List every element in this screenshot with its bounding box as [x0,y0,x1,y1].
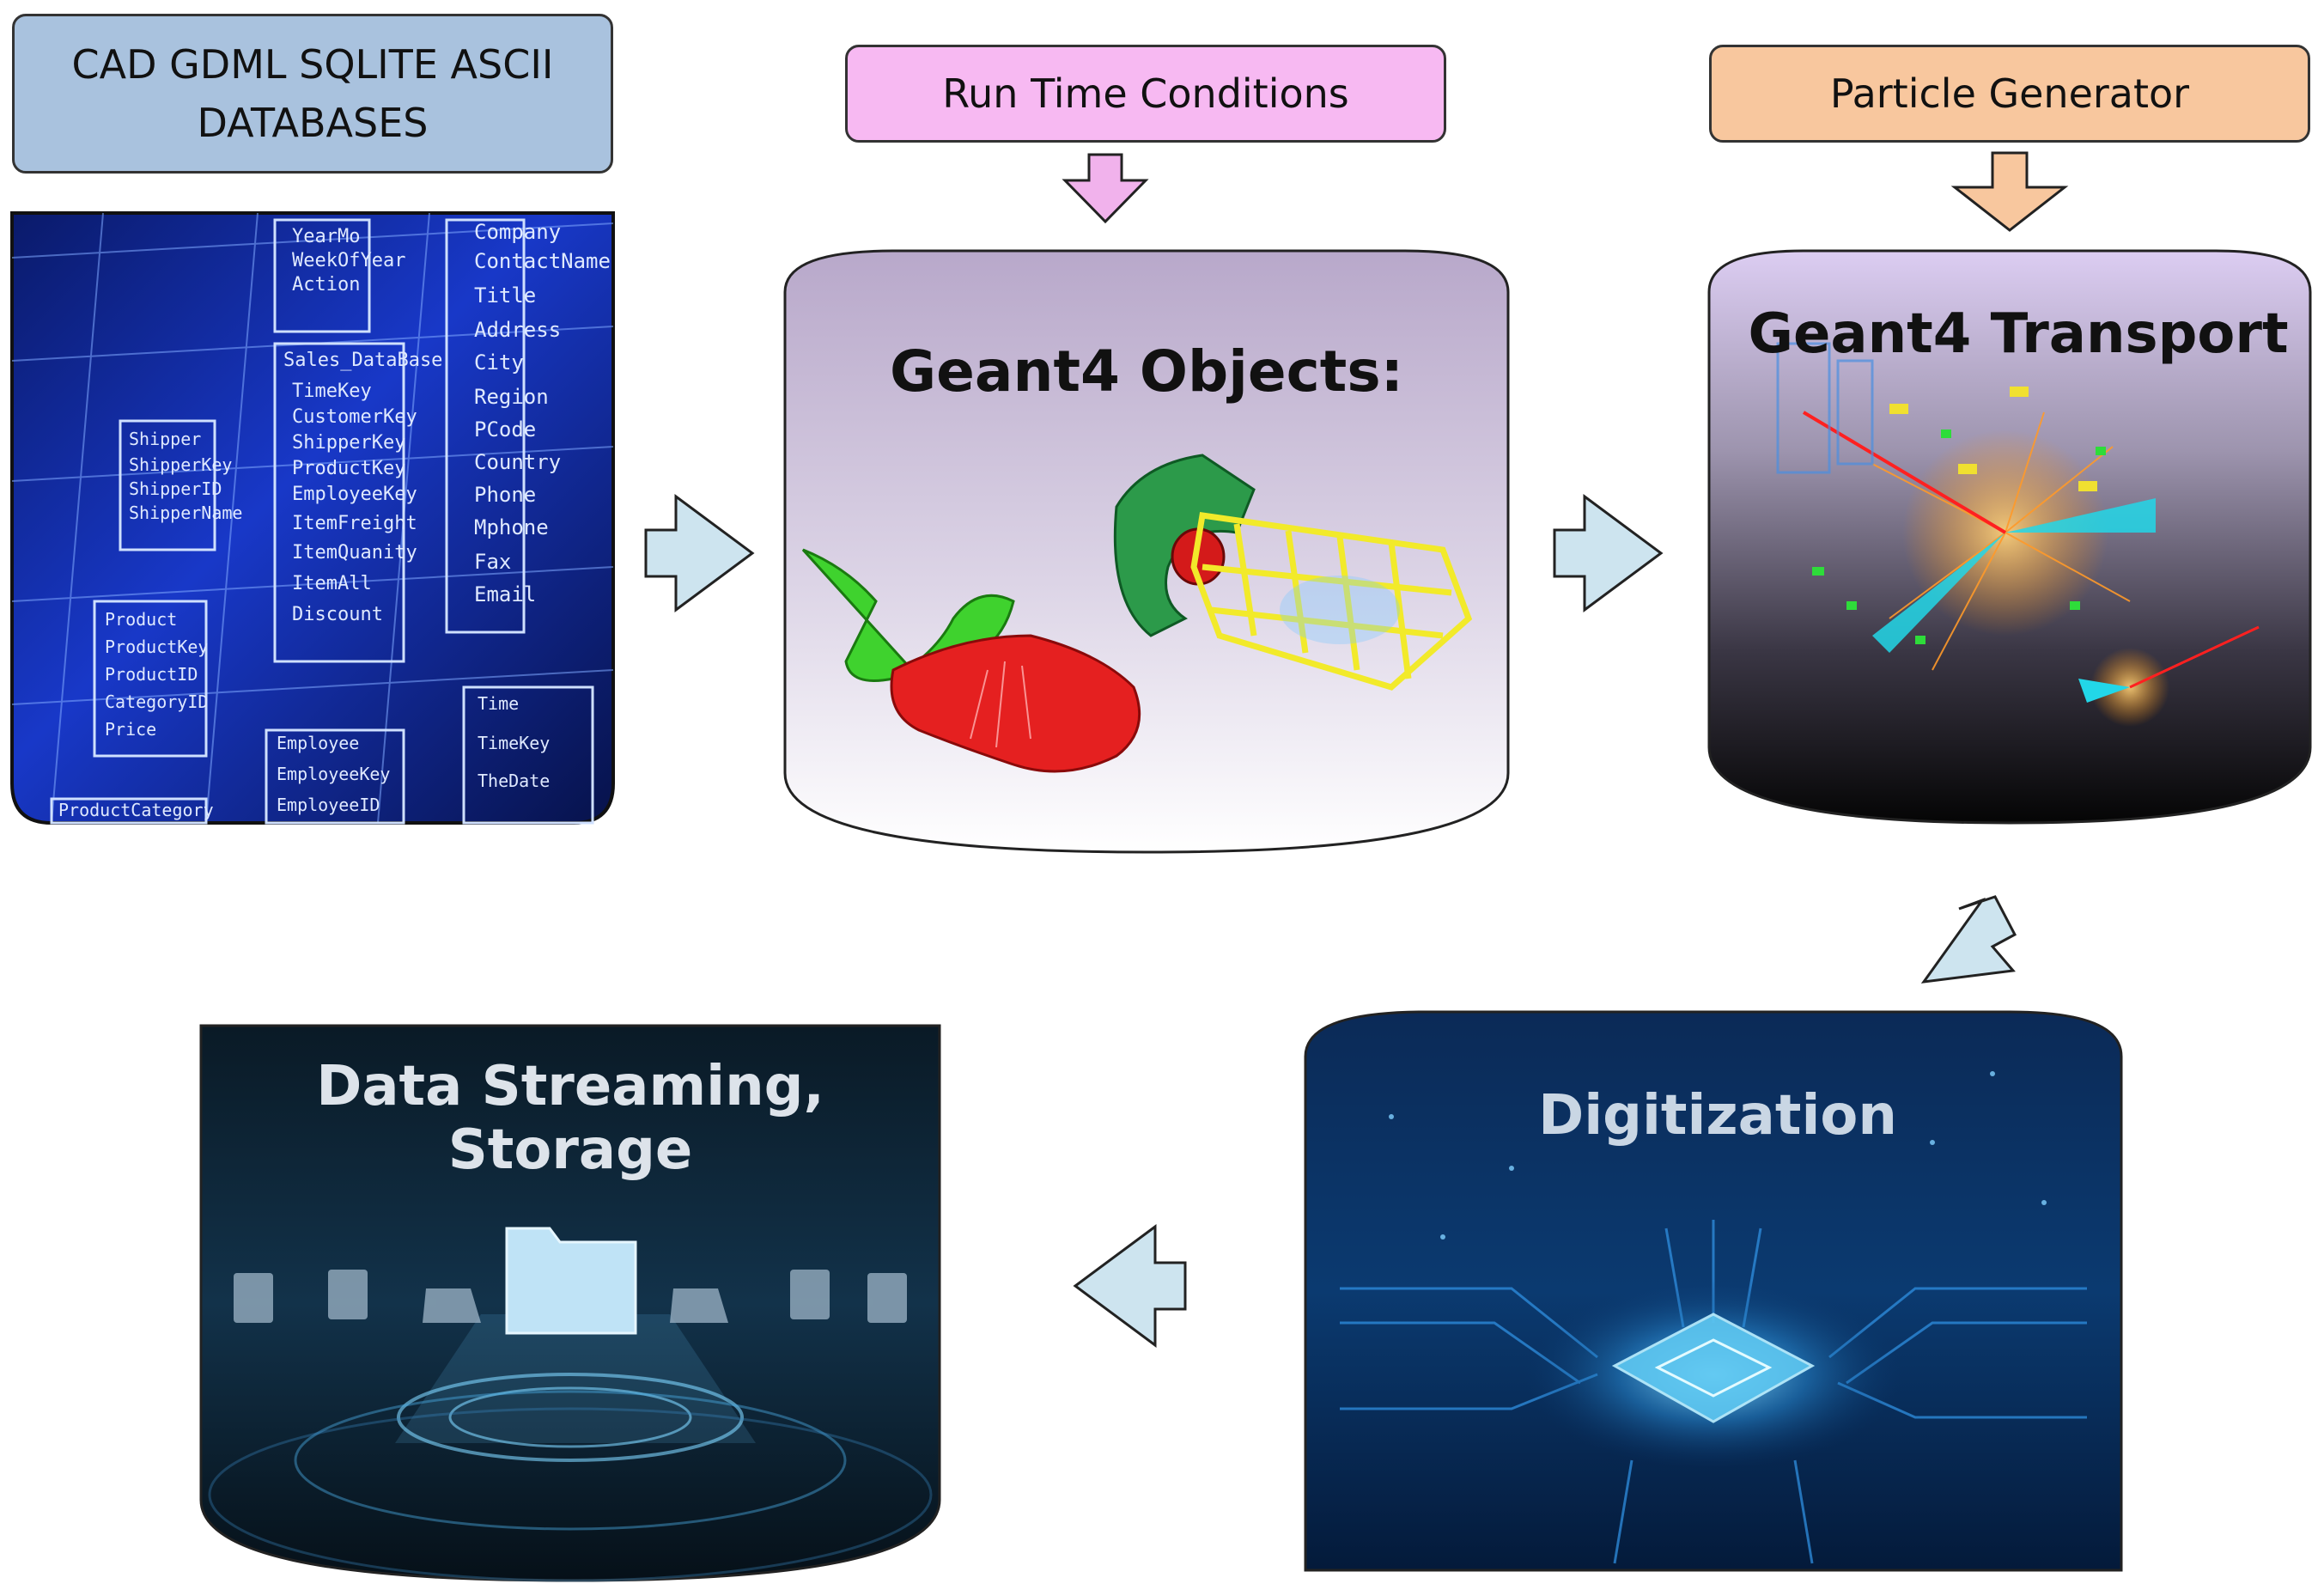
detector-geometry-image [1113,454,1473,691]
schema-text: ContactName [474,249,611,273]
schema-text: ShipperKey [129,454,232,475]
schema-text: Employee [277,733,359,753]
schema-text: ShipperKey [292,432,405,454]
schema-text: Address [474,318,561,342]
schema-text: Product [105,609,177,630]
schema-text: Fax [474,550,511,574]
schema-text: Action [292,274,360,295]
schema-text: TimeKey [478,733,550,753]
schema-text: WeekOfYear [292,250,405,271]
schema-text: ProductKey [105,637,208,657]
anatomy-phantom-image [801,548,1141,773]
schema-text: Title [474,283,536,308]
digitization-cylinder [1304,1010,2123,1572]
schema-text: Mphone [474,515,549,539]
database-schema-image: YearMo WeekOfYear Action Sales_DataBase … [10,211,615,825]
run-time-conditions-label: Run Time Conditions [942,70,1349,117]
schema-text: ItemQuanity [292,542,417,563]
schema-text: EmployeeKey [277,764,390,784]
schema-text: Price [105,719,156,740]
open-folder-icon [670,1288,728,1323]
data-streaming-cylinder [199,1024,941,1582]
schema-text: Phone [474,483,536,507]
particle-generator-label: Particle Generator [1829,70,2190,117]
data-streaming-title: Data Streaming, Storage [316,1055,824,1182]
particle-generator-box: Particle Generator [1709,45,2310,143]
schema-labels-3: Shipper ShipperKey ShipperID ShipperName… [58,429,550,820]
schema-text: CategoryID [105,691,208,712]
schema-text: YearMo [292,226,360,247]
data-transfer-image [208,1227,933,1582]
document-icon [790,1270,830,1319]
schema-text: Country [474,450,561,474]
schema-text: Email [474,582,536,606]
folder-icon [505,1227,637,1335]
particle-event-display [1776,342,2260,727]
document-icon [234,1273,273,1323]
schema-text: Company [474,220,561,244]
flow-arrow-down-left [1920,895,2017,984]
databases-label: CAD GDML SQLITE ASCII DATABASES [71,41,554,146]
schema-text: ShipperName [129,503,242,523]
flow-arrow-right-1 [644,494,755,612]
schema-text: ItemFreight [292,513,417,534]
circuit-board-image [1340,1071,2087,1564]
schema-text: Time [478,693,519,714]
schema-text: ProductKey [292,458,405,479]
databases-box: CAD GDML SQLITE ASCII DATABASES [12,14,613,174]
run-time-down-arrow [1062,153,1149,224]
schema-text: ItemAll [292,573,372,594]
schema-text: TimeKey [292,381,372,402]
open-folder-icon [423,1288,481,1323]
schema-text: Discount [292,604,383,625]
run-time-conditions-box: Run Time Conditions [845,45,1446,143]
schema-labels-2: Company ContactName Title Address City R… [474,220,611,606]
geant4-objects-title: Geant4 Objects: [890,338,1403,405]
schema-text: CustomerKey [292,406,417,428]
geant4-objects-cylinder [783,249,1510,854]
schema-text: Shipper [129,429,201,449]
schema-text: ShipperID [129,478,222,499]
schema-tables [50,218,594,825]
geant4-transport-title: Geant4 Transport [1748,302,2289,366]
schema-text: Region [474,385,549,409]
document-icon [328,1270,368,1319]
schema-text: City [474,350,524,375]
flow-arrow-right-2 [1553,494,1664,612]
schema-labels: YearMo WeekOfYear Action Sales_DataBase … [283,226,442,625]
digitization-title: Digitization [1538,1084,1897,1148]
schema-text: ProductCategory [58,800,214,820]
schema-text: EmployeeID [277,795,380,815]
geant4-transport-cylinder [1707,249,2312,825]
schema-text: Sales_DataBase [283,350,442,371]
schema-text: ProductID [105,664,198,685]
schema-text: TheDate [478,771,550,791]
schema-text: PCode [474,417,536,442]
particle-down-arrow [1950,151,2069,232]
schema-text: EmployeeKey [292,484,417,505]
document-icon [867,1273,907,1323]
flow-arrow-left [1073,1224,1187,1348]
